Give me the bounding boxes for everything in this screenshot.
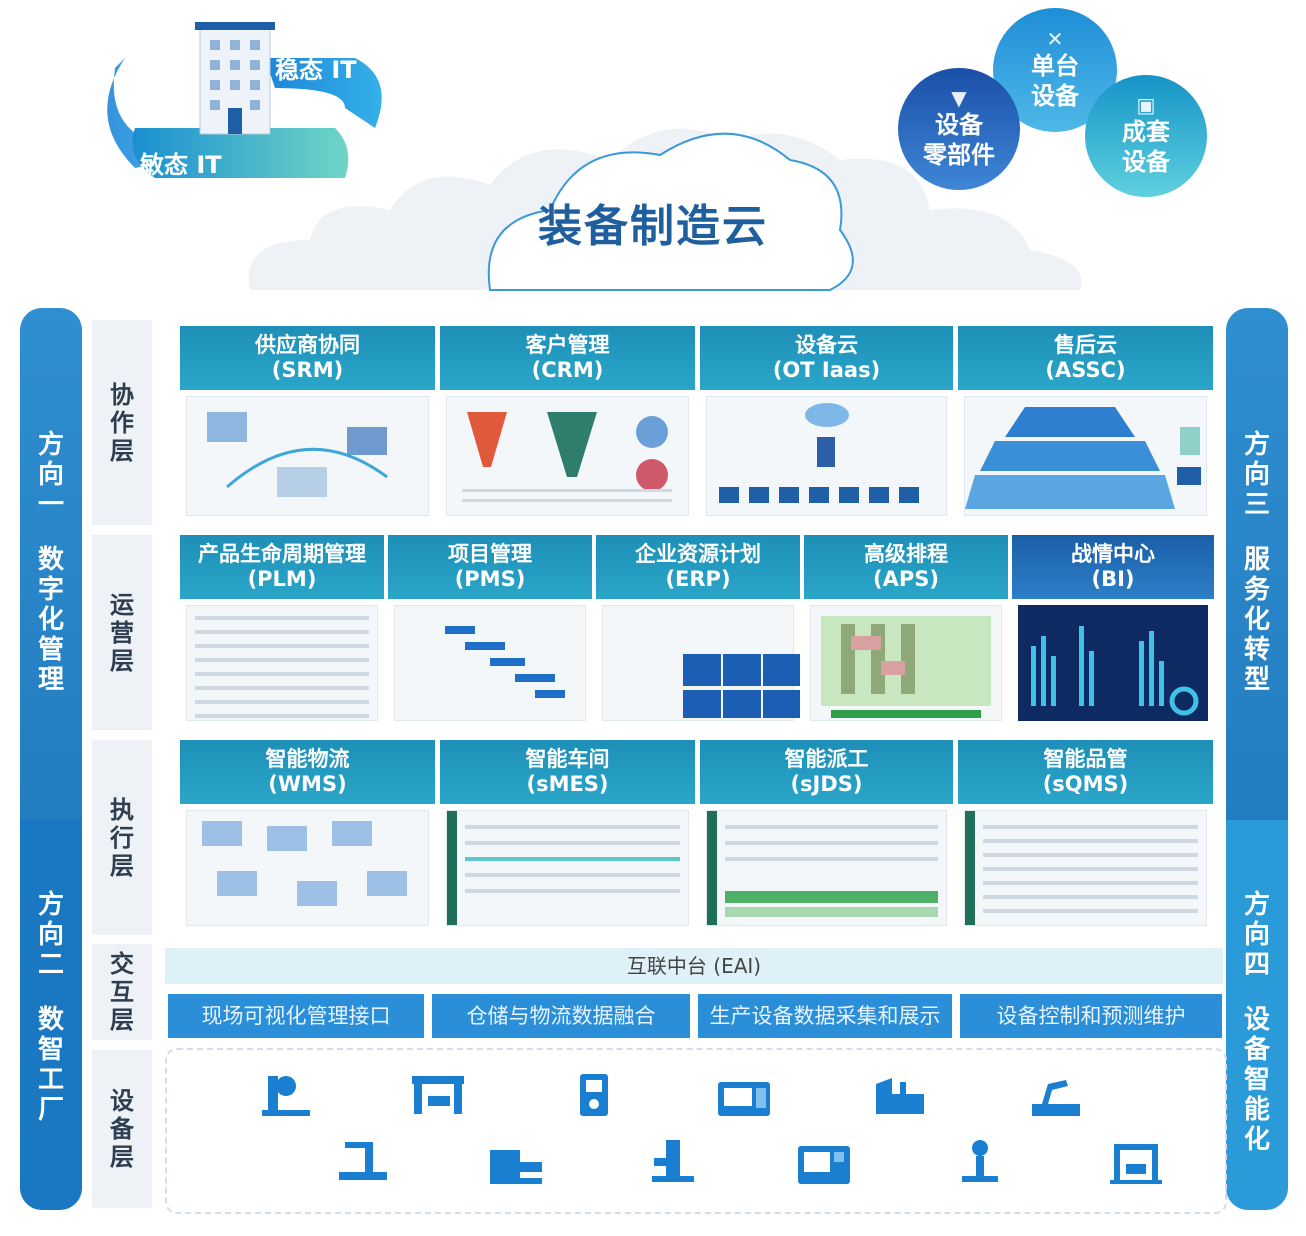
sqms-screenshot xyxy=(964,810,1207,926)
direction-four-title: 方向四 xyxy=(1243,890,1270,980)
module-plm[interactable]: 产品生命周期管理(PLM) xyxy=(180,535,384,727)
module-assc[interactable]: 售后云(ASSC) xyxy=(958,326,1213,522)
module-ot-iaas[interactable]: 设备云(OT Iaas) xyxy=(700,326,953,522)
smes-screenshot xyxy=(446,810,689,926)
machine-vertical-icon xyxy=(644,1138,700,1184)
cloud-shape xyxy=(248,128,1082,291)
module-bi[interactable]: 战情中心(BI) xyxy=(1012,535,1214,727)
machine-mill-icon xyxy=(335,1138,391,1184)
direction-one-name: 数字化管理 xyxy=(37,545,64,695)
direction-one-title: 方向一 xyxy=(37,430,64,520)
machine-cabinet-icon xyxy=(566,1072,622,1118)
module-sqms[interactable]: 智能品管(sQMS) xyxy=(958,740,1213,932)
assc-screenshot xyxy=(964,396,1207,516)
machine-gantry-icon xyxy=(410,1072,466,1118)
bubble-complete-equipment: ▣ 成套 设备 xyxy=(1085,75,1207,197)
ot-iaas-screenshot xyxy=(706,396,947,516)
machine-spindle-icon xyxy=(952,1138,1008,1184)
module-srm[interactable]: 供应商协同(SRM) xyxy=(180,326,435,522)
screw-icon: ▼ xyxy=(951,86,967,110)
interface-logistics-data[interactable]: 仓储与物流数据融合 xyxy=(432,994,690,1038)
module-crm[interactable]: 客户管理(CRM) xyxy=(440,326,695,522)
machine-drill-icon xyxy=(258,1072,314,1118)
direction-three-title: 方向三 xyxy=(1243,430,1270,520)
srm-screenshot xyxy=(186,396,429,516)
tools-icon: ✕ xyxy=(1046,27,1064,51)
interface-predictive-maintenance[interactable]: 设备控制和预测维护 xyxy=(960,994,1222,1038)
layer-label-device: 设备层 xyxy=(92,1050,152,1208)
direction-four-name: 设备智能化 xyxy=(1243,1005,1270,1155)
cloud-title: 装备制造云 xyxy=(538,201,768,252)
layer-label-exec: 执行层 xyxy=(92,740,152,935)
module-smes[interactable]: 智能车间(sMES) xyxy=(440,740,695,932)
interface-equipment-data[interactable]: 生产设备数据采集和展示 xyxy=(698,994,952,1038)
bi-screenshot xyxy=(1018,605,1208,721)
machine-cnc-icon xyxy=(716,1076,772,1122)
module-pms[interactable]: 项目管理(PMS) xyxy=(388,535,592,727)
cabinet-icon: ▣ xyxy=(1136,93,1156,117)
crm-screenshot xyxy=(446,396,689,516)
interface-visual-management[interactable]: 现场可视化管理接口 xyxy=(168,994,424,1038)
direction-two-title: 方向二 xyxy=(37,890,64,980)
stable-it-label: 稳态 IT xyxy=(275,56,357,84)
machine-lathe-icon xyxy=(488,1142,544,1188)
module-sjds[interactable]: 智能派工(sJDS) xyxy=(700,740,953,932)
layer-label-interact: 交互层 xyxy=(92,944,152,1040)
device-area xyxy=(165,1048,1227,1214)
layer-label-collab: 协作层 xyxy=(92,320,152,525)
eai-platform-bar: 互联中台 (EAI) xyxy=(165,948,1223,984)
wms-screenshot xyxy=(186,810,429,926)
erp-screenshot xyxy=(602,605,800,721)
layer-label-ops: 运营层 xyxy=(92,535,152,730)
machine-frame-press-icon xyxy=(1108,1140,1164,1186)
sjds-screenshot xyxy=(706,810,947,926)
it-cycle-illustration xyxy=(107,22,382,178)
direction-three-name: 服务化转型 xyxy=(1243,545,1270,695)
machine-control-unit-icon xyxy=(796,1142,852,1188)
machine-robot-arm-icon xyxy=(1028,1074,1084,1120)
plm-screenshot xyxy=(186,605,378,721)
bubble-device-parts: ▼ 设备 零部件 xyxy=(898,68,1020,190)
agile-it-label: 敏态 IT xyxy=(140,151,222,179)
machine-press-icon xyxy=(872,1074,928,1120)
module-wms[interactable]: 智能物流(WMS) xyxy=(180,740,435,932)
module-aps[interactable]: 高级排程(APS) xyxy=(804,535,1008,727)
pms-screenshot xyxy=(394,605,586,721)
aps-screenshot xyxy=(810,605,1002,721)
module-erp[interactable]: 企业资源计划(ERP) xyxy=(596,535,800,727)
direction-two-name: 数智工厂 xyxy=(37,1005,64,1125)
